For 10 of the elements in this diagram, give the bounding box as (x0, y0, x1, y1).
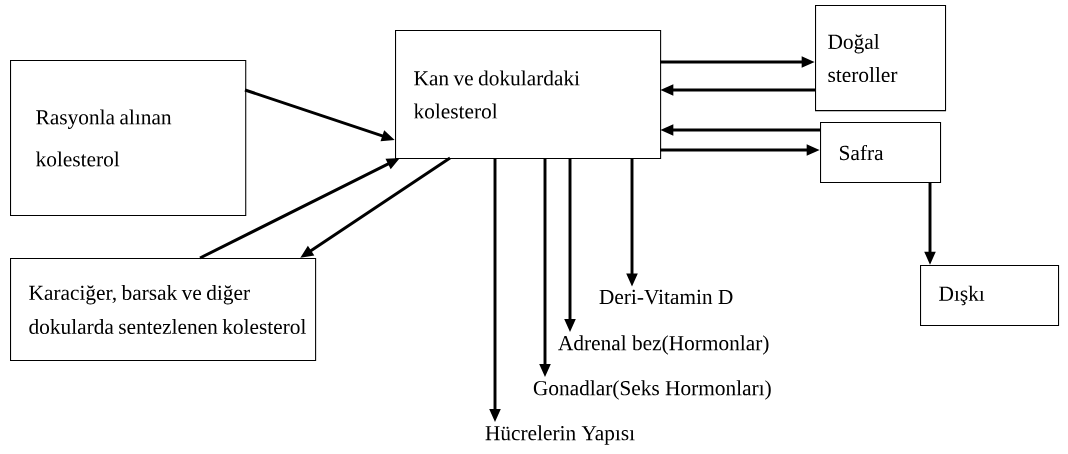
text-box: Dışkı (920, 265, 1060, 327)
text-box: Kan ve dokulardaki kolesterol (395, 30, 662, 160)
label-text: Gonadlar(Seks Hormonları) (533, 380, 771, 400)
text-box: Doğal steroller (815, 5, 947, 112)
text-box: Safra (820, 122, 942, 184)
label-text: Hücrelerin Yapısı (485, 425, 635, 445)
label-text: Adrenal bez(Hormonlar) (558, 335, 769, 355)
label-text: Deri-Vitamin D (599, 289, 733, 305)
text-box: Karaciğer, barsak ve diğer dokularda sentezlenen kolesterol (10, 258, 317, 362)
text-box: Rasyonla alınan kolesterol (10, 60, 247, 216)
